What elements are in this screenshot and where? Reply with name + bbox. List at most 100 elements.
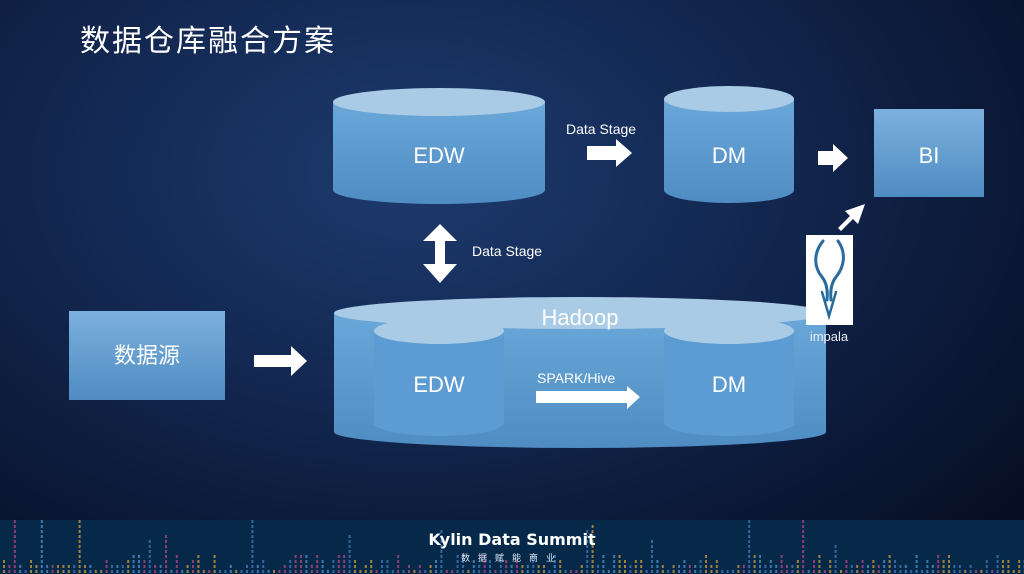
equalizer-dot	[985, 560, 988, 563]
equalizer-dot	[78, 520, 81, 523]
equalizer-dot	[343, 570, 346, 573]
equalizer-dot	[915, 555, 918, 558]
equalizer-decoration	[3, 520, 1024, 573]
equalizer-dot	[78, 545, 81, 548]
equalizer-dot	[543, 565, 545, 568]
hadoop-edw-cylinder: EDW	[374, 318, 504, 436]
equalizer-dot	[73, 565, 76, 568]
equalizer-dot	[591, 565, 594, 568]
equalizer-dot	[937, 570, 940, 573]
equalizer-dot	[942, 570, 945, 573]
equalizer-dot	[1002, 565, 1004, 568]
equalizer-dot	[370, 570, 373, 573]
equalizer-dot	[802, 520, 805, 523]
equalizer-dot	[343, 565, 346, 568]
equalizer-dot	[40, 525, 43, 528]
equalizer-dot	[159, 570, 162, 573]
equalizer-dot	[51, 565, 54, 568]
equalizer-dot	[46, 565, 49, 568]
equalizer-dot	[67, 570, 70, 573]
equalizer-dot	[580, 570, 583, 573]
equalizer-dot	[818, 570, 821, 573]
equalizer-dot	[289, 560, 292, 563]
equalizer-dot	[737, 570, 740, 573]
equalizer-dot	[165, 535, 167, 538]
equalizer-dot	[40, 520, 43, 523]
equalizer-dot	[586, 550, 589, 553]
equalizer-dot	[1002, 570, 1004, 573]
equalizer-dot	[13, 530, 16, 533]
equalizer-dot	[624, 565, 626, 568]
equalizer-dot	[105, 560, 108, 563]
arrow-right-icon	[587, 139, 632, 167]
equalizer-dot	[769, 565, 772, 568]
equalizer-dot	[629, 570, 632, 573]
equalizer-dot	[796, 570, 799, 573]
equalizer-dot	[381, 570, 383, 573]
equalizer-dot	[726, 570, 729, 573]
equalizer-dot	[661, 565, 664, 568]
equalizer-dot	[229, 570, 232, 573]
equalizer-dot	[397, 560, 400, 563]
equalizer-dot	[424, 570, 427, 573]
equalizer-dot	[143, 560, 146, 563]
equalizer-dot	[921, 570, 923, 573]
equalizer-dot	[624, 570, 626, 573]
equalizer-dot	[894, 570, 896, 573]
equalizer-dot	[602, 565, 605, 568]
equalizer-dot	[532, 560, 535, 563]
equalizer-dot	[651, 540, 653, 543]
equalizer-dot	[597, 570, 599, 573]
equalizer-dot	[262, 565, 265, 568]
equalizer-dot	[175, 555, 178, 558]
hadoop-dm-cylinder: DM	[664, 318, 794, 436]
equalizer-dot	[19, 570, 22, 573]
equalizer-dot	[586, 545, 589, 548]
equalizer-dot	[229, 565, 232, 568]
equalizer-dot	[996, 565, 999, 568]
equalizer-dot	[699, 565, 702, 568]
equalizer-dot	[13, 520, 16, 523]
equalizer-dot	[613, 555, 616, 558]
equalizer-dot	[564, 570, 567, 573]
equalizer-dot	[1018, 570, 1021, 573]
slide-title: 数据仓库融合方案	[80, 24, 336, 59]
equalizer-dot	[651, 555, 653, 558]
equalizer-dot	[321, 565, 324, 568]
equalizer-dot	[429, 570, 432, 573]
equalizer-dot	[51, 570, 54, 573]
equalizer-dot	[294, 560, 297, 563]
hadoop-edw-label: EDW	[413, 372, 465, 397]
equalizer-dot	[121, 565, 124, 568]
equalizer-dot	[327, 570, 329, 573]
equalizer-dot	[89, 565, 92, 568]
equalizer-dot	[505, 560, 508, 563]
impala-logo: impala	[806, 235, 853, 344]
equalizer-dot	[13, 535, 16, 538]
equalizer-dot	[537, 570, 540, 573]
equalizer-dot	[381, 565, 383, 568]
equalizer-dot	[1018, 565, 1021, 568]
equalizer-dot	[116, 570, 119, 573]
equalizer-dot	[786, 570, 788, 573]
equalizer-dot	[877, 565, 880, 568]
equalizer-dot	[197, 560, 200, 563]
equalizer-dot	[478, 565, 481, 568]
equalizer-dot	[699, 560, 702, 563]
equalizer-dot	[829, 570, 832, 573]
equalizer-dot	[748, 555, 751, 558]
equalizer-dot	[165, 545, 167, 548]
equalizer-dot	[8, 570, 11, 573]
equalizer-dot	[40, 540, 43, 543]
equalizer-dot	[586, 530, 589, 533]
equalizer-dot	[915, 570, 918, 573]
equalizer-dot	[67, 565, 70, 568]
equalizer-dot	[894, 565, 896, 568]
equalizer-dot	[402, 570, 405, 573]
equalizer-dot	[370, 560, 373, 563]
equalizer-dot	[791, 565, 794, 568]
equalizer-dot	[175, 565, 178, 568]
equalizer-dot	[456, 570, 459, 573]
hadoop-dm-label: DM	[712, 372, 746, 397]
equalizer-dot	[445, 570, 448, 573]
